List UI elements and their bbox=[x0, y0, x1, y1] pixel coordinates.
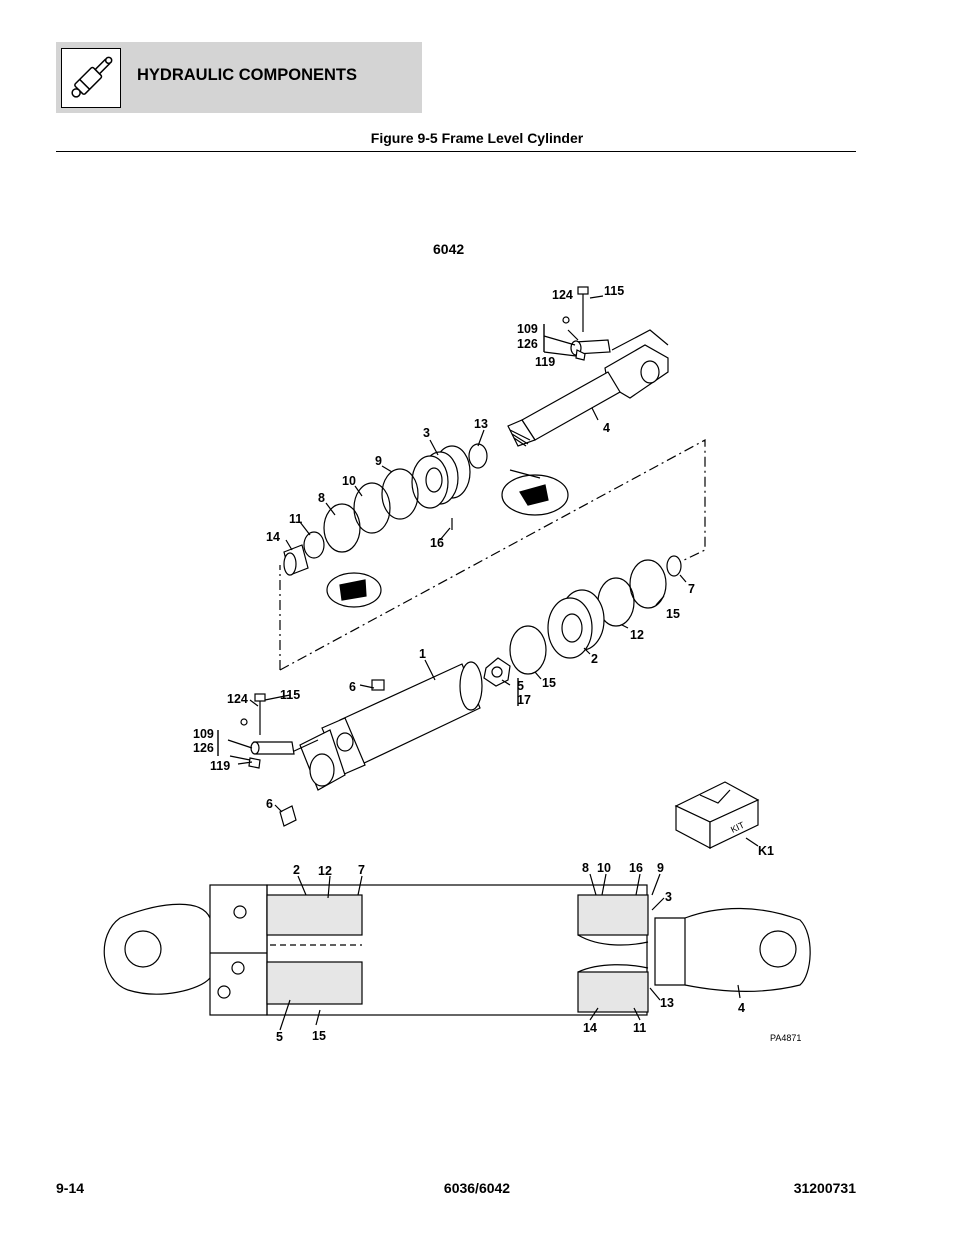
divider bbox=[56, 151, 856, 152]
callout-k1: K1 bbox=[758, 844, 774, 858]
piston-upper bbox=[411, 445, 471, 509]
callout-1: 1 bbox=[419, 647, 426, 661]
model-numbers: 6036/6042 bbox=[443, 1180, 511, 1196]
callout-109: 109 bbox=[517, 322, 538, 336]
callout-4: 4 bbox=[603, 421, 610, 435]
callout-6: 6 bbox=[349, 680, 356, 694]
document-number: 31200731 bbox=[793, 1180, 856, 1196]
section-callout-15: 15 bbox=[312, 1029, 326, 1043]
section-callout-14: 14 bbox=[583, 1021, 597, 1035]
callout-119: 119 bbox=[535, 355, 555, 369]
callout-9: 9 bbox=[375, 454, 382, 468]
callout-115b: 115 bbox=[280, 688, 300, 702]
section-view bbox=[103, 884, 811, 1016]
callout-8: 8 bbox=[318, 491, 325, 505]
section-title: HYDRAULIC COMPONENTS bbox=[137, 66, 358, 84]
callout-126b: 126 bbox=[193, 741, 214, 755]
callout-126: 126 bbox=[517, 337, 538, 351]
section-callout-16: 16 bbox=[629, 861, 643, 875]
section-callout-11: 11 bbox=[633, 1021, 646, 1035]
section-callout-13: 13 bbox=[660, 996, 674, 1010]
callout-7: 7 bbox=[688, 582, 695, 596]
callout-2: 2 bbox=[591, 652, 598, 666]
section-callout-8: 8 bbox=[582, 861, 589, 875]
drawing-id: PA4871 bbox=[770, 1033, 801, 1043]
cylinder-barrel bbox=[291, 661, 483, 791]
callout-17: 17 bbox=[517, 693, 531, 707]
callout-115: 115 bbox=[604, 284, 624, 298]
callout-124: 124 bbox=[552, 288, 573, 302]
seal-kit-box bbox=[674, 781, 760, 849]
callout-14: 14 bbox=[266, 530, 280, 544]
callout-10: 10 bbox=[342, 474, 356, 488]
section-callout-10: 10 bbox=[597, 861, 611, 875]
section-callout-12: 12 bbox=[318, 864, 332, 878]
piston-nut bbox=[483, 657, 511, 687]
callout-12: 12 bbox=[630, 628, 644, 642]
seal-13-upper bbox=[468, 443, 488, 469]
callout-16: 16 bbox=[430, 536, 444, 550]
section-callout-3: 3 bbox=[665, 890, 672, 904]
callout-124b: 124 bbox=[227, 692, 248, 706]
section-callout-9: 9 bbox=[657, 861, 664, 875]
callout-119b: 119 bbox=[210, 759, 230, 773]
callout-13: 13 bbox=[474, 417, 488, 431]
callout-5: 5 bbox=[517, 679, 524, 693]
section-callout-4: 4 bbox=[738, 1001, 745, 1015]
callout-3: 3 bbox=[423, 426, 430, 440]
callout-11: 11 bbox=[289, 512, 302, 526]
callout-15: 15 bbox=[666, 607, 680, 621]
section-callout-2: 2 bbox=[293, 863, 300, 877]
model-label: 6042 bbox=[433, 241, 465, 257]
callout-6b: 6 bbox=[266, 797, 273, 811]
section-callout-5: 5 bbox=[276, 1030, 283, 1044]
callout-109b: 109 bbox=[193, 727, 214, 741]
hydraulic-cylinder-icon bbox=[61, 48, 121, 108]
callout-15b: 15 bbox=[542, 676, 556, 690]
figure-title: Figure 9-5 Frame Level Cylinder bbox=[370, 130, 584, 146]
page-number: 9-14 bbox=[56, 1180, 85, 1196]
section-callout-7: 7 bbox=[358, 863, 365, 877]
